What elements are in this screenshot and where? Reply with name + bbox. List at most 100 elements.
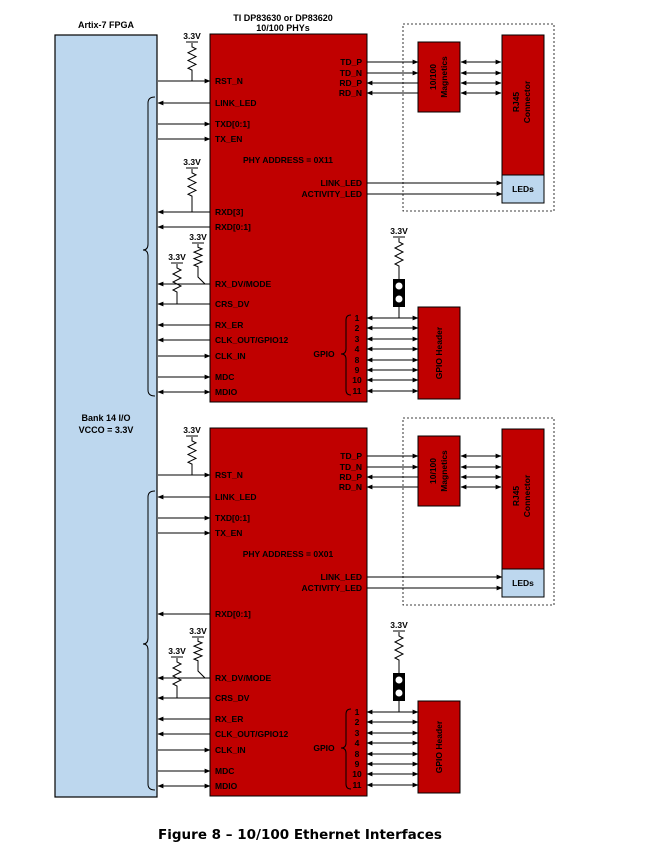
phy1-led-pin-link-led: LINK_LED	[320, 178, 362, 188]
phy2-pin-rd-n: RD_N	[339, 482, 362, 492]
phy2-led-pin-activity-led: ACTIVITY_LED	[302, 583, 362, 593]
phy2-pin-clk-in: CLK_IN	[215, 745, 246, 755]
phy2-crsdv-vcc-label: 3.3V	[168, 646, 186, 656]
phy1-pin-rxd-3: RXD[3]	[215, 207, 244, 217]
phy1-connector-group	[402, 23, 555, 212]
phy1-rxdv-resistor	[192, 244, 204, 270]
phy2-magnetics-line1: 10/100	[428, 458, 438, 484]
phy2-gpio-label: GPIO	[313, 743, 335, 753]
phy2-jumper-pin-2	[395, 689, 403, 697]
phy1-gpio-header-label: GPIO Header	[434, 326, 444, 379]
phy1-rst-vcc-label: 3.3V	[183, 31, 201, 41]
phy1-pin-tx-en: TX_EN	[215, 134, 242, 144]
phy1-magnetics	[417, 41, 461, 113]
phy2-gpio-num-11: 11	[353, 780, 362, 790]
phy2-rj45-line1: RJ45	[511, 486, 521, 507]
phy2-gpio-brace	[340, 708, 352, 790]
phy2-magnetics-line2: Magnetics	[439, 450, 449, 492]
phy2-pin-tx-en: TX_EN	[215, 528, 242, 538]
phy1-gpio-num-2: 2	[355, 323, 360, 333]
phy1-crsdv-resistor	[171, 264, 183, 296]
phy2-led-pin-link-led: LINK_LED	[320, 572, 362, 582]
phy2-pin-link-led: LINK_LED	[215, 492, 257, 502]
phy1-pin-mdc: MDC	[215, 372, 234, 382]
phy1-rxd3-resistor	[186, 169, 198, 200]
phy1-gpio-num-11: 11	[353, 386, 362, 396]
phy1-pin-link-led: LINK_LED	[215, 98, 257, 108]
phy2-pin-td-p: TD_P	[340, 451, 362, 461]
phy1-gpio-vcc-label: 3.3V	[390, 226, 408, 236]
phy1-pin-crs-dv: CRS_DV	[215, 299, 250, 309]
phy1-gpio-num-8: 8	[355, 355, 360, 365]
phy1-magnetics-line1: 10/100	[428, 64, 438, 90]
phy1-pin-txd-0-1: TXD[0:1]	[215, 119, 250, 129]
phy1-jumper-pin-1	[395, 282, 403, 290]
phy1-gpio-label: GPIO	[313, 349, 335, 359]
phy1-pin-td-n: TD_N	[340, 68, 362, 78]
phy2-gpio-num-8: 8	[355, 749, 360, 759]
phy1-pin-td-p: TD_P	[340, 57, 362, 67]
phy1-chip	[209, 33, 368, 403]
phy1-pin-mdio: MDIO	[215, 387, 238, 397]
phy2-bank-brace	[142, 490, 156, 791]
phy2-gpio-num-4: 4	[355, 738, 360, 748]
phy2-leds-box	[501, 568, 545, 598]
phy2-pin-clk-out-gpio12: CLK_OUT/GPIO12	[215, 729, 288, 739]
phy2-rj45-line2: Connector	[522, 474, 532, 517]
phy2-gpio-resistor	[393, 632, 405, 664]
phy1-rxd3-vcc-label: 3.3V	[183, 157, 201, 167]
phy2-pin-rx-dv-mode: RX_DV/MODE	[215, 673, 272, 683]
phy2-pin-td-n: TD_N	[340, 462, 362, 472]
phy2-gpio-num-3: 3	[355, 728, 360, 738]
phy2-pin-rst-n: RST_N	[215, 470, 243, 480]
phy2-chip	[209, 427, 368, 797]
phy1-gpio-header	[417, 306, 461, 400]
phy1-bank-brace	[142, 96, 156, 397]
phy1-pin-rd-n: RD_N	[339, 88, 362, 98]
phy1-rxdv-pullup-wire	[197, 270, 206, 285]
phy1-leds-label: LEDs	[512, 184, 534, 194]
phy1-pin-clk-out-gpio12: CLK_OUT/GPIO12	[215, 335, 288, 345]
phy1-rj45-line2: Connector	[522, 80, 532, 123]
phy1-gpio-num-9: 9	[355, 365, 360, 375]
phy2-rxdv-vcc-label: 3.3V	[189, 626, 207, 636]
phy2-rj45	[501, 428, 545, 570]
phy1-magnetics-line2: Magnetics	[439, 56, 449, 98]
phy1-address: PHY ADDRESS = 0X11	[243, 155, 333, 165]
phy-header-line2: 10/100 PHYs	[256, 23, 310, 33]
phy2-pin-rx-er: RX_ER	[215, 714, 243, 724]
phy1-leds-box	[501, 174, 545, 204]
phy2-gpio-num-10: 10	[352, 769, 362, 779]
phy-header-line1: TI DP83630 or DP83620	[233, 13, 333, 23]
phy2-address: PHY ADDRESS = 0X01	[243, 549, 334, 559]
phy2-pin-mdc: MDC	[215, 766, 234, 776]
phy1-gpio-num-4: 4	[355, 344, 360, 354]
phy1-pin-rst-n: RST_N	[215, 76, 243, 86]
phy2-gpio-header-label: GPIO Header	[434, 720, 444, 773]
figure-caption: Figure 8 – 10/100 Ethernet Interfaces	[158, 827, 442, 843]
fpga-bank-label: Bank 14 I/O	[81, 413, 130, 423]
phy2-pin-crs-dv: CRS_DV	[215, 693, 250, 703]
phy2-pin-txd-0-1: TXD[0:1]	[215, 513, 250, 523]
phy2-gpio-header	[417, 700, 461, 794]
phy2-pin-mdio: MDIO	[215, 781, 238, 791]
phy2-leds-label: LEDs	[512, 578, 534, 588]
fpga-title: Artix-7 FPGA	[78, 20, 135, 30]
phy1-crsdv-vcc-label: 3.3V	[168, 252, 186, 262]
phy1-led-pin-activity-led: ACTIVITY_LED	[302, 189, 362, 199]
phy1-gpio-resistor	[393, 238, 405, 270]
phy2-magnetics	[417, 435, 461, 507]
phy2-pin-rd-p: RD_P	[339, 472, 362, 482]
phy1-gpio-num-1: 1	[355, 313, 360, 323]
phy2-rst-resistor	[186, 437, 198, 468]
phy2-jumper-pin-1	[395, 676, 403, 684]
phy2-gpio-vcc-label: 3.3V	[390, 620, 408, 630]
phy2-gpio-num-1: 1	[355, 707, 360, 717]
phy1-rst-resistor	[186, 43, 198, 74]
fpga-block	[54, 34, 158, 798]
phy2-crsdv-resistor	[171, 658, 183, 690]
phy1-gpio-brace	[340, 314, 352, 396]
phy1-gpio-num-3: 3	[355, 334, 360, 344]
phy1-pin-clk-in: CLK_IN	[215, 351, 246, 361]
